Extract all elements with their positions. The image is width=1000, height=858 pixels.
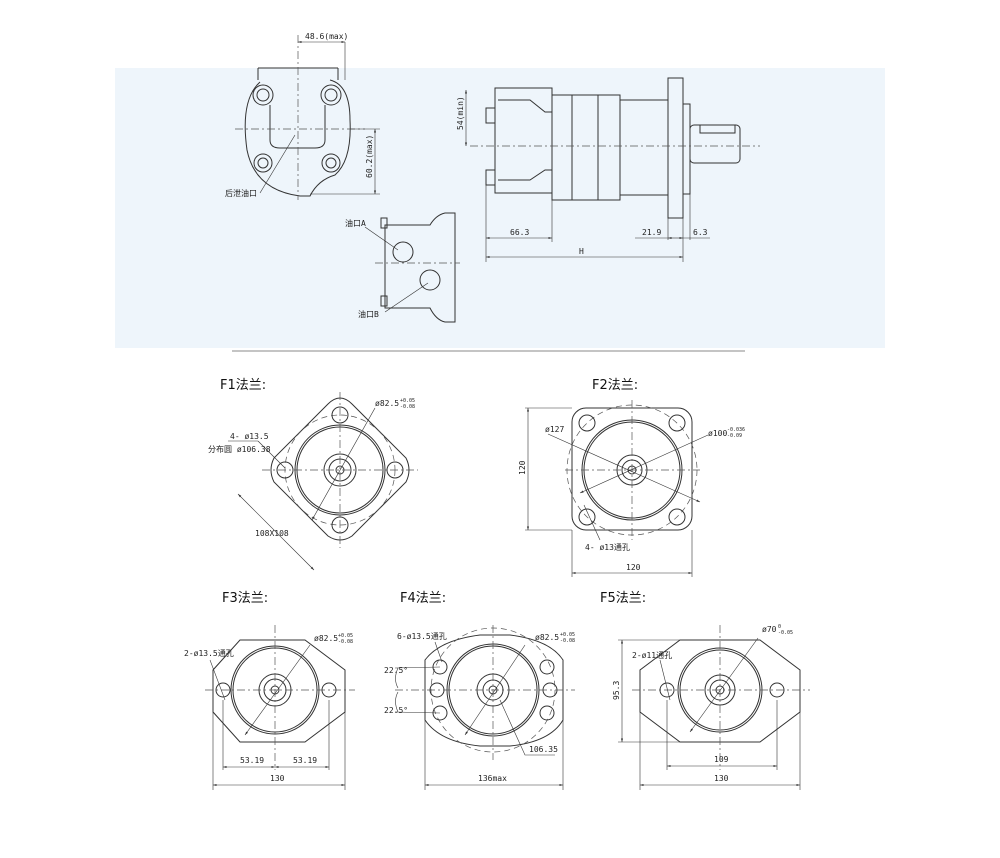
f1-square-dim: 108X108 <box>255 529 289 538</box>
port-end-view: 48.6(max) 60.2(max) 后泄油口 <box>225 32 380 200</box>
f5-tol-upper: 0 <box>778 624 781 630</box>
dim-6-3: 6.3 <box>693 228 708 237</box>
port-b-label: 油口B <box>358 309 379 319</box>
f2-height-dim: 120 <box>518 460 527 475</box>
f4-tol-upper: +0.05 <box>560 632 575 638</box>
f2-title: F2法兰: <box>592 378 638 393</box>
f3-tol-upper: +0.05 <box>338 633 353 639</box>
f4-angle-top: 22.5° <box>384 666 408 675</box>
f5-pilot-dim: ø70 <box>762 625 777 634</box>
f1-title: F1法兰: <box>220 378 266 393</box>
dim-48-6: 48.6(max) <box>305 32 348 41</box>
dim-21-9: 21.9 <box>642 228 661 237</box>
f3-half-right: 53.19 <box>293 756 317 765</box>
dim-54: 54(min) <box>456 96 465 130</box>
f5-title: F5法兰: <box>600 591 646 606</box>
background-band <box>115 68 885 348</box>
f2-width-dim: 120 <box>626 563 641 572</box>
f2-pilot-dim: ø100 <box>708 429 727 438</box>
f2-tol-lower: -0.09 <box>727 433 742 439</box>
f2-tol-upper: -0.036 <box>727 427 745 433</box>
f3-pilot-dim: ø82.5 <box>314 634 338 643</box>
f4-width: 136max <box>478 774 507 783</box>
f5-holes: 2-ø11通孔 <box>632 650 672 660</box>
f4-pilot-dim: ø82.5 <box>535 633 559 642</box>
f2-holes: 4- ø13通孔 <box>585 542 630 552</box>
f5-width: 130 <box>714 774 729 783</box>
f3-half-left: 53.19 <box>240 756 264 765</box>
f4-bolt-circle: 106.35 <box>529 745 558 754</box>
f5-height: 95.3 <box>612 681 621 700</box>
flange-f2: F2法兰: ø127 ø100 -0.036 -0.09 120 120 4- … <box>518 378 745 577</box>
dim-h: H <box>579 247 584 256</box>
f3-width: 130 <box>270 774 285 783</box>
flange-f1: F1法兰: ø82.5 +0.05 -0.08 4- ø13.5 分布圆 ø10… <box>208 378 418 571</box>
flange-f3: F3法兰: ø82.5 +0.05 -0.08 2-ø13.5通孔 53.19 … <box>184 591 355 790</box>
f1-tol-upper: +0.05 <box>400 398 415 404</box>
f4-title: F4法兰: <box>400 591 446 606</box>
drain-port-label: 后泄油口 <box>225 188 257 198</box>
flange-f5: F5法兰: ø70 0 -0.05 2-ø11通孔 95.3 109 130 <box>600 591 810 790</box>
f4-angle-bottom: 22.5° <box>384 706 408 715</box>
f3-title: F3法兰: <box>222 591 268 606</box>
flange-f4: F4法兰: ø82.5 +0.05 -0.08 6-ø13.5通孔 22.5° … <box>384 591 575 790</box>
f1-tol-lower: -0.08 <box>400 404 415 410</box>
f5-tol-lower: -0.05 <box>778 630 793 636</box>
f1-bolt-circle: 分布圆 ø106.38 <box>208 444 271 454</box>
f4-holes: 6-ø13.5通孔 <box>397 631 447 641</box>
motor-side-view: 54(min) 66.3 21.9 6.3 H <box>456 77 760 262</box>
f1-holes: 4- ø13.5 <box>230 432 269 441</box>
f4-tol-lower: -0.08 <box>560 638 575 644</box>
port-side-view: 油口A 油口B <box>345 212 460 323</box>
dim-66-3: 66.3 <box>510 228 529 237</box>
f3-holes: 2-ø13.5通孔 <box>184 648 234 658</box>
f3-tol-lower: -0.08 <box>338 639 353 645</box>
port-circles <box>252 84 342 173</box>
dim-60-2: 60.2(max) <box>365 135 374 178</box>
f5-inner-width: 109 <box>714 755 729 764</box>
f1-pilot-dim: ø82.5 <box>375 399 399 408</box>
f2-outer-dim: ø127 <box>545 425 564 434</box>
port-a-label: 油口A <box>345 218 366 228</box>
